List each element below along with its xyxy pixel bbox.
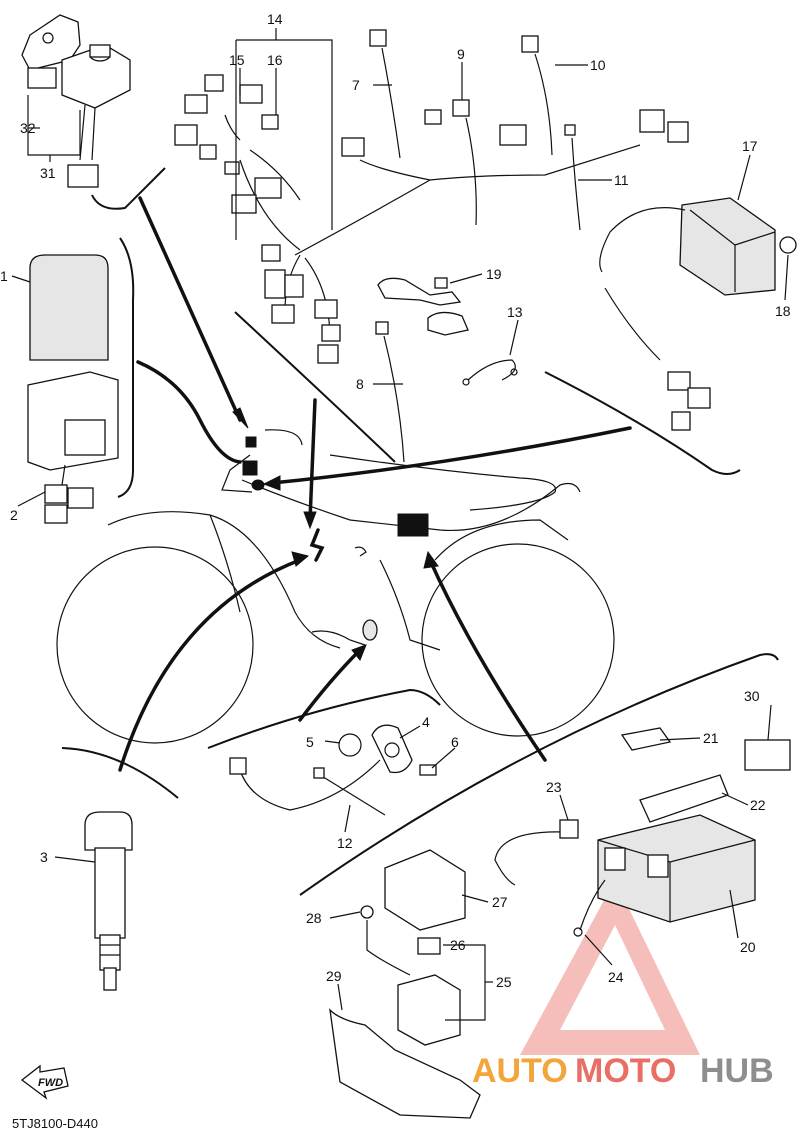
- callout-20: 20: [740, 939, 756, 955]
- callout-16: 16: [267, 52, 283, 68]
- callout-17: 17: [742, 138, 758, 154]
- callout-32: 32: [20, 120, 36, 136]
- callout-29: 29: [326, 968, 342, 984]
- battery-group: [494, 727, 791, 937]
- callout-3: 3: [40, 849, 48, 865]
- watermark-hub: HUB: [700, 1052, 774, 1090]
- callout-21: 21: [703, 730, 719, 746]
- callout-27: 27: [492, 894, 508, 910]
- harness-clamps: [377, 277, 469, 336]
- pointer-arrows: [118, 196, 632, 772]
- callout-30: 30: [744, 688, 760, 704]
- callout-2: 2: [10, 507, 18, 523]
- cdi-unit-group: [27, 254, 119, 524]
- fwd-label: FWD: [38, 1077, 63, 1089]
- callout-24: 24: [608, 969, 624, 985]
- starter-relay-box-group: [329, 849, 481, 1119]
- callout-10: 10: [590, 57, 606, 73]
- callout-8: 8: [356, 376, 364, 392]
- starter-relay-group: [21, 14, 131, 188]
- section-dividers: [61, 167, 779, 896]
- pickup-coil-group: [229, 724, 437, 816]
- callout-31: 31: [40, 165, 56, 181]
- marker-battery-box: [397, 513, 429, 537]
- ground-lead: [462, 359, 518, 386]
- callout-18: 18: [775, 303, 791, 319]
- callout-19: 19: [486, 266, 502, 282]
- callout-6: 6: [451, 734, 459, 750]
- callout-23: 23: [546, 779, 562, 795]
- callout-12: 12: [337, 835, 353, 851]
- callout-26: 26: [450, 937, 466, 953]
- cable-ties: [369, 29, 581, 463]
- callout-15: 15: [229, 52, 245, 68]
- callout-7: 7: [352, 77, 360, 93]
- forward-direction-indicator: FWD: [20, 1064, 69, 1100]
- rear-wheel: [421, 543, 615, 737]
- callout-28: 28: [306, 910, 322, 926]
- watermark-moto: MOTO: [575, 1052, 676, 1090]
- callout-9: 9: [457, 46, 465, 62]
- harness-markers: [242, 436, 429, 562]
- callout-25: 25: [496, 974, 512, 990]
- callout-22: 22: [750, 797, 766, 813]
- callout-5: 5: [306, 734, 314, 750]
- callout-labels: 1 2 3 4 5 6 7 8 9 10 11 12 13 14 15 16 1…: [0, 11, 791, 990]
- watermark: AUTO MOTO HUB: [472, 880, 774, 1090]
- marker-ecu: [242, 460, 258, 476]
- callout-1: 1: [0, 268, 8, 284]
- ignition-coil-group: [84, 811, 133, 991]
- leader-lines: [11, 28, 789, 1021]
- wire-harness-group: [174, 74, 689, 364]
- watermark-auto: AUTO: [472, 1052, 568, 1090]
- callout-11: 11: [614, 172, 629, 188]
- watermark-triangle: [520, 880, 700, 1055]
- fwd-arrow-icon: [20, 1064, 69, 1100]
- callout-13: 13: [507, 304, 523, 320]
- diagram-code: 5TJ8100-D440: [12, 1116, 98, 1131]
- front-wheel: [56, 546, 254, 744]
- callout-14: 14: [267, 11, 283, 27]
- motorcycle-outline: [56, 429, 615, 744]
- rectifier-regulator-group: [599, 197, 797, 431]
- callout-4: 4: [422, 714, 430, 730]
